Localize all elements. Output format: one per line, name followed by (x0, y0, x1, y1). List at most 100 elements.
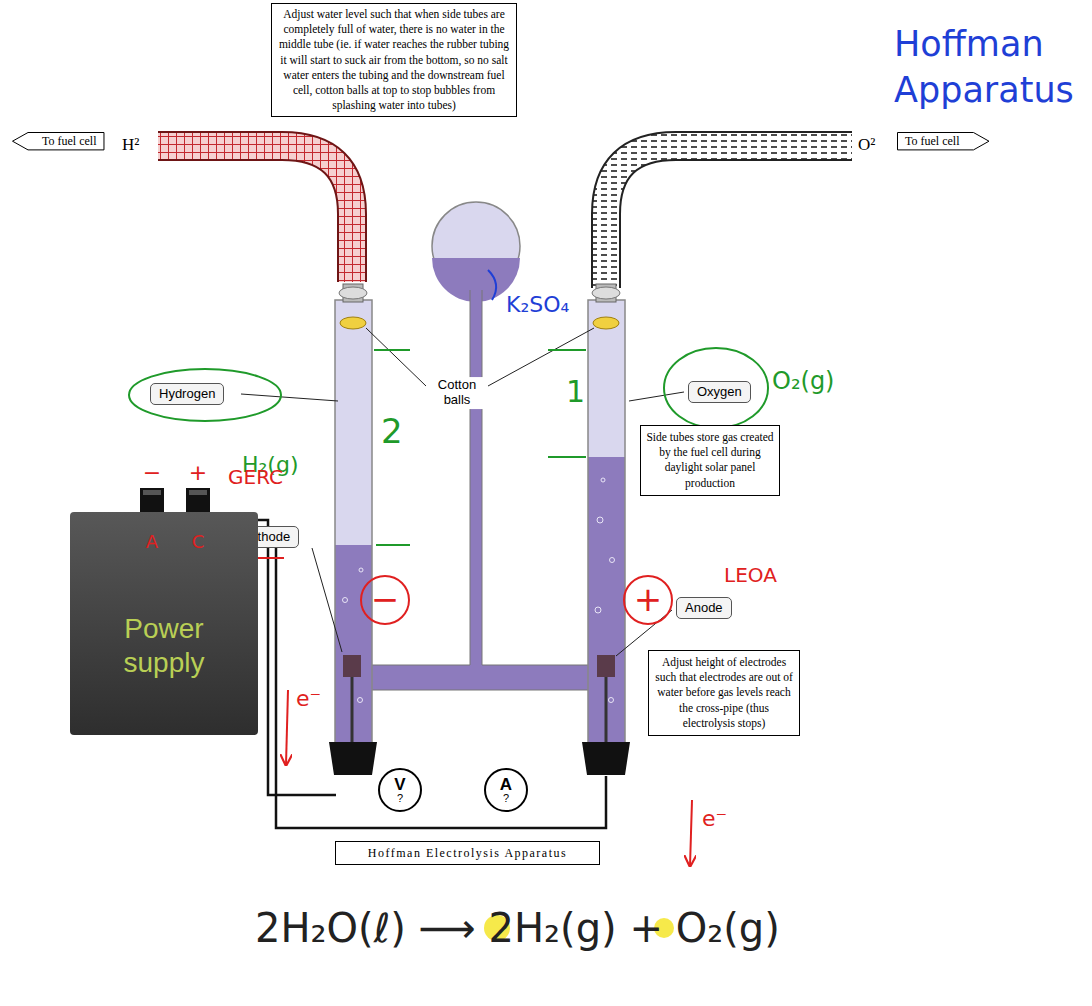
drawing-part (340, 317, 366, 329)
drawing-part (143, 490, 161, 495)
gas-formula: H² (122, 135, 139, 155)
ammeter-symbol: A? (484, 768, 528, 812)
drawing-part (312, 548, 342, 652)
electron-note: e⁻ (296, 686, 321, 711)
box-text: Hydrogen (159, 386, 215, 402)
voltmeter-symbol: V? (378, 768, 422, 812)
drawing-part (358, 698, 363, 703)
drawing-part (372, 665, 588, 690)
drawing-part (339, 287, 367, 299)
box-outline (13, 133, 104, 150)
drawing-part (610, 558, 615, 563)
drawing-part (664, 348, 768, 428)
gas-formula: O² (858, 135, 875, 155)
meter-letter: A (500, 776, 512, 793)
ratio-note: 1 (566, 375, 585, 410)
drawing-part (470, 286, 482, 666)
part-label: Cotton balls (430, 377, 484, 409)
caption-box: Hoffman Electrolysis Apparatus (335, 841, 600, 865)
outlet-arrow: To fuel cell (12, 132, 104, 150)
drawing-part (597, 517, 603, 523)
drawing-part (588, 300, 625, 457)
drawing-part (140, 488, 164, 514)
drawing-part (605, 677, 608, 745)
drawing-part (595, 607, 601, 613)
mnemonic-note: LEOA (724, 564, 777, 587)
part-label: Hydrogen (150, 383, 224, 405)
power-supply: Power supply (70, 512, 258, 735)
drawing-part (624, 576, 672, 624)
drawing-part (366, 328, 426, 386)
box-text: Adjust height of electrodes such that el… (654, 655, 794, 731)
drawing-part (198, 530, 606, 828)
drawing-part (470, 290, 482, 665)
box-text: To fuel cell (905, 134, 959, 148)
drawing-part (597, 655, 615, 677)
drawing-part (629, 392, 684, 401)
drawing-part (609, 698, 614, 703)
meter-mark: ? (397, 793, 403, 804)
gas-note: O₂(g) (772, 368, 834, 396)
drawing-part (335, 300, 372, 545)
drawing-part (189, 490, 207, 495)
terminal-letter: C (192, 532, 205, 553)
drawing-part (351, 677, 354, 745)
note-box: Side tubes store gas created by the fuel… (640, 425, 780, 496)
box-outline (379, 769, 421, 811)
drawing-part (588, 457, 625, 745)
drawing-part (592, 287, 620, 299)
drawing-part (343, 478, 615, 703)
drawing-part (582, 742, 630, 775)
drawing-part (329, 742, 377, 775)
drawing-part (186, 488, 210, 514)
reaction-equation: 2H₂O(ℓ) ⟶ 2H₂(g) + O₂(g) (255, 905, 780, 951)
polarity-sign: − (143, 460, 161, 485)
mnemonic-note: GERC (228, 466, 283, 489)
box-outline (485, 769, 527, 811)
drawing-part (129, 369, 281, 421)
part-label: Anode (676, 597, 732, 619)
drawing-part (359, 568, 363, 572)
drawing-part (372, 665, 588, 690)
drawing-part (343, 655, 361, 677)
outlet-arrow: To fuel cell (897, 132, 989, 150)
box-text: Hoffman Electrolysis Apparatus (342, 846, 593, 860)
box-text: Anode (685, 600, 723, 616)
note-box: Adjust height of electrodes such that el… (648, 650, 800, 736)
drawing-part (361, 576, 409, 624)
drawing-part (606, 146, 852, 288)
terminal-letter: A (146, 532, 158, 553)
drawing-part (335, 545, 372, 745)
box-text: Oxygen (697, 384, 742, 400)
drawing-part (241, 394, 338, 401)
box-text: Power supply (100, 612, 228, 679)
drawing-part (488, 270, 496, 300)
drawing-part (690, 800, 692, 866)
electrolyte-note: K₂SO₄ (506, 292, 569, 317)
drawing-part (593, 317, 619, 329)
handwritten-title: Hoffman Apparatus (894, 22, 1086, 113)
drawing-part (335, 300, 372, 745)
power-terminals (140, 488, 210, 514)
box-outline (898, 133, 989, 150)
drawing-part (286, 690, 288, 765)
polarity-sign: + (189, 460, 207, 485)
drawing-part (343, 598, 348, 603)
drawing-part (158, 146, 352, 282)
box-text: Side tubes store gas created by the fuel… (646, 430, 774, 491)
part-label: Oxygen (688, 381, 751, 403)
electron-note: e⁻ (702, 806, 727, 831)
drawing-part (158, 146, 352, 282)
meter-letter: V (394, 776, 405, 793)
box-text: To fuel cell (42, 134, 96, 148)
note-box: Adjust water level such that when side t… (271, 3, 517, 117)
box-text: Adjust water level such that when side t… (277, 7, 511, 113)
polarity-sign: − (371, 580, 400, 619)
glass-tubes (329, 202, 630, 775)
drawing-part (374, 350, 586, 545)
meter-mark: ? (503, 793, 509, 804)
leader-line (241, 328, 684, 656)
ratio-note: 2 (381, 412, 403, 451)
polarity-sign: + (634, 580, 663, 619)
